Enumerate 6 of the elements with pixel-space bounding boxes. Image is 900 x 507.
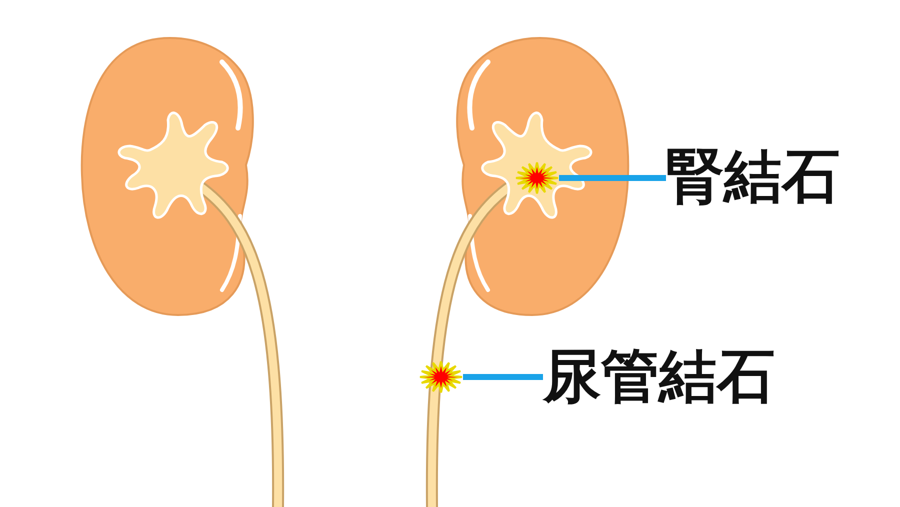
label-text: 腎結石: [666, 143, 840, 209]
leader-line: [463, 374, 543, 380]
stone-icon: [419, 361, 463, 393]
label-text: 尿管結石: [543, 343, 775, 409]
stone-icon: [515, 162, 559, 194]
leader-line: [559, 175, 666, 181]
